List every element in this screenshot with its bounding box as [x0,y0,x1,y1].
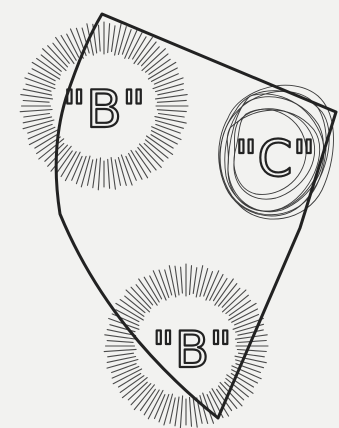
burst-ray [140,144,162,167]
burst-ray [76,156,86,183]
burst-ray [122,30,131,55]
burst-ray [239,353,265,357]
burst-ray [169,266,176,297]
burst-ray [134,385,154,410]
burst-ray [126,290,149,312]
burst-ray [24,114,50,118]
burst-ray [98,158,100,190]
burst-ray [164,394,173,425]
burst-ray [142,49,165,71]
burst-ray [21,95,53,99]
burst-ray [104,349,136,351]
burst-ray [159,395,169,422]
region-label-bottom: "B" [152,321,232,379]
burst-ray [155,395,165,419]
region-label-right: "C" [235,130,316,188]
burst-ray [223,290,246,312]
burst-ray [72,156,82,180]
burst-ray [235,356,266,363]
burst-ray [180,396,182,428]
burst-ray [107,360,138,369]
burst-ray [156,124,181,133]
burst-ray [154,74,178,84]
burst-ray [81,156,90,187]
burst-ray [126,156,136,180]
burst-ray [23,101,49,103]
burst-ray [159,270,169,297]
burst-ray [237,350,266,352]
burst-ray [190,266,192,295]
burst-ray [157,110,186,112]
burst-ray [108,353,134,357]
burst-ray [111,158,115,190]
burst-ray [28,124,53,133]
burst-ray [204,272,213,297]
burst-ray [181,267,183,293]
burst-ray [112,364,137,373]
burst-ray [175,397,179,426]
burst-ray [157,100,186,102]
burst-ray [20,110,52,112]
burst-ray [190,397,192,426]
burst-ray [107,341,133,343]
burst-ray [108,159,110,188]
region-label-top-left: "B" [62,80,146,140]
burst-ray [156,95,188,99]
burst-ray [108,24,110,53]
burst-ray [196,266,203,297]
burst-ray [175,266,179,295]
burst-ray [93,159,97,188]
burst-ray [112,26,116,52]
burst-ray [99,25,101,51]
burst-ray [159,114,185,118]
burst-ray [235,315,259,325]
burst-ray [193,268,197,294]
